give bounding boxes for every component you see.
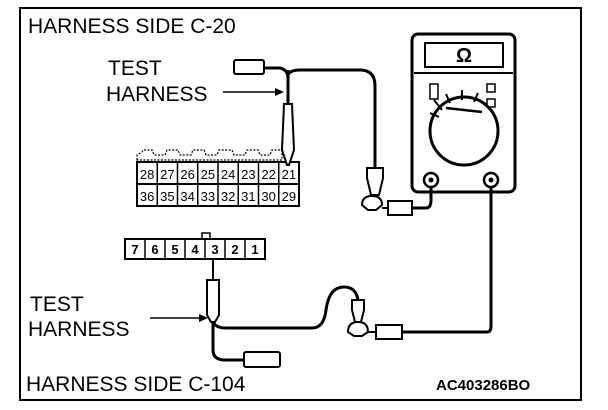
c20-pin-32: 32 (221, 189, 235, 204)
harness-side-c20-label: HARNESS SIDE C-20 (28, 15, 236, 38)
leader-lines (150, 88, 284, 322)
c104-pin-4: 4 (191, 242, 199, 257)
arrow-icon (199, 314, 208, 322)
test-harness-bottom (206, 187, 493, 368)
c104-pin-5: 5 (171, 242, 178, 257)
plug-icon (375, 324, 403, 340)
c20-pin-24: 24 (221, 167, 235, 182)
c20-pin-25: 25 (201, 167, 215, 182)
harness-side-c104-label: HARNESS SIDE C-104 (26, 373, 246, 396)
connector-c20: 28 27 26 25 24 23 22 21 36 35 34 33 32 31 30 29 (136, 149, 300, 207)
test-harness-bottom-label-line1: TEST (30, 293, 84, 316)
c20-pin-23: 23 (241, 167, 255, 182)
c20-pin-27: 27 (160, 167, 174, 182)
c20-pin-34: 34 (180, 189, 194, 204)
range-switch-icon (429, 83, 439, 100)
c104-pin-3: 3 (211, 242, 218, 257)
diagram-frame (19, 7, 582, 401)
plug-icon (233, 59, 265, 75)
c20-pin-22: 22 (261, 167, 275, 182)
c20-pin-35: 35 (160, 189, 174, 204)
plug-icon (351, 299, 365, 323)
c104-pin-7: 7 (131, 242, 138, 257)
c20-pin-33: 33 (201, 189, 215, 204)
range-marker-icon (486, 98, 496, 108)
test-harness-bottom-label-line2: HARNESS (28, 318, 130, 341)
test-harness-top-label-line1: TEST (108, 57, 162, 80)
plug-icon (243, 351, 281, 368)
c20-pin-28: 28 (140, 167, 154, 182)
c20-pin-21: 21 (282, 167, 296, 182)
plug-icon (387, 200, 413, 216)
c20-pin-36: 36 (140, 189, 154, 204)
c104-pin-6: 6 (151, 242, 158, 257)
plug-icon (366, 167, 384, 196)
test-harness-top-label-line2: HARNESS (106, 83, 208, 106)
c20-pin-29: 29 (282, 189, 296, 204)
test-harness-top (233, 59, 433, 216)
c104-pin-1: 1 (251, 242, 258, 257)
c20-pin-30: 30 (261, 189, 275, 204)
figure-code: AC403286BO (436, 377, 531, 394)
ohm-symbol: Ω (456, 45, 472, 67)
range-marker-icon (486, 83, 496, 93)
ohmmeter: Ω (410, 32, 517, 194)
c104-pin-2: 2 (231, 242, 238, 257)
c20-pin-31: 31 (241, 189, 255, 204)
rotary-dial-icon (428, 95, 500, 167)
c20-pin-26: 26 (180, 167, 194, 182)
arrow-icon (275, 88, 284, 96)
